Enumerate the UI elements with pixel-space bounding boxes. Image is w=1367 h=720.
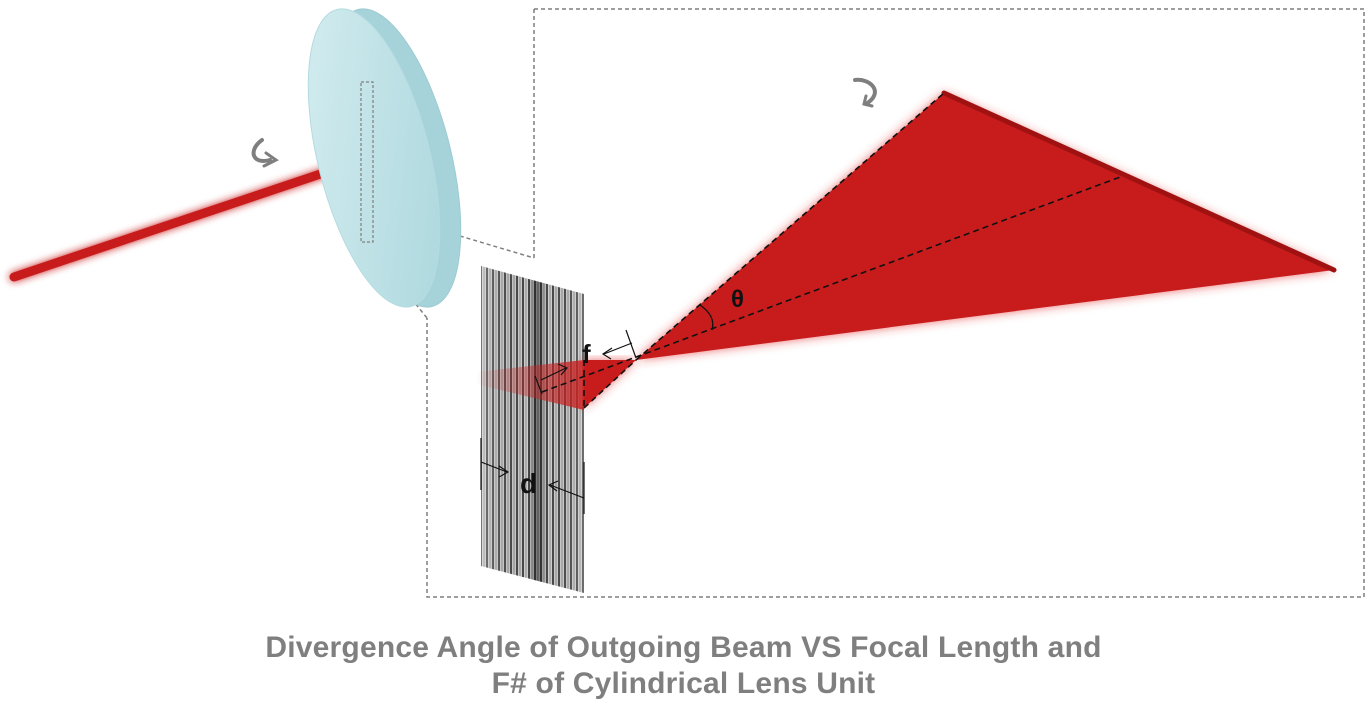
caption-line-1: Divergence Angle of Outgoing Beam VS Foc… <box>265 631 1102 664</box>
rotation-arrow-icon <box>251 138 279 168</box>
fan-top-edge <box>941 90 1337 273</box>
diagram-caption: Divergence Angle of Outgoing Beam VS Foc… <box>0 630 1367 702</box>
caption-line-2: F# of Cylindrical Lens Unit <box>491 667 876 700</box>
spacing-label: d <box>520 468 537 499</box>
grating-plate <box>481 266 584 593</box>
rotation-arrow-icon-2 <box>853 77 877 108</box>
spacing-dimension <box>480 438 585 514</box>
angle-arc <box>699 304 714 331</box>
cylindrical-lens-disk <box>307 8 462 308</box>
lens-detail-marker <box>360 81 374 243</box>
focal-length-label: f <box>582 339 591 369</box>
dashed-construction-lines <box>541 92 1124 409</box>
focal-length-dimension <box>534 329 637 395</box>
callout-box <box>426 8 1365 598</box>
angle-label: θ <box>731 286 744 313</box>
incoming-laser-beam <box>9 153 373 282</box>
